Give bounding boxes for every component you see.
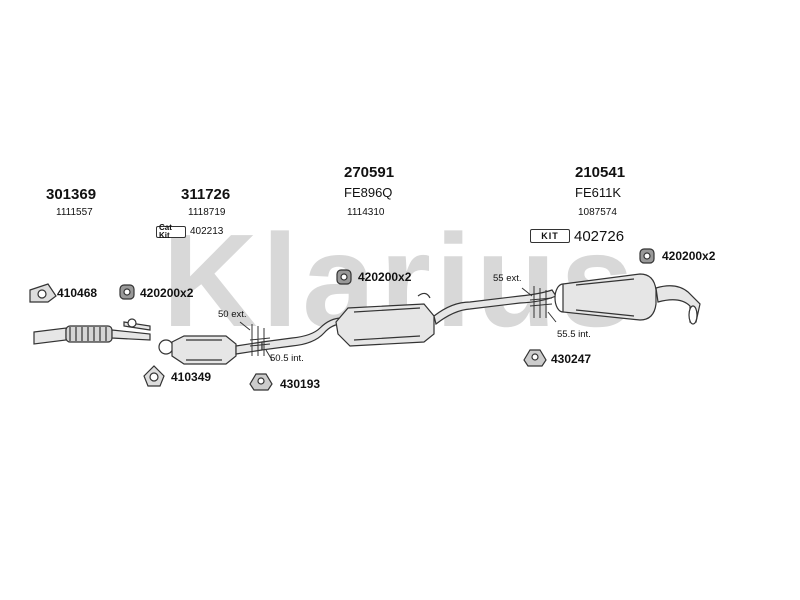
kit-badge: KIT — [530, 229, 570, 243]
fitting-410468-label: 410468 — [57, 286, 98, 300]
fitting-420200-front-label: 420200x2 — [140, 286, 194, 300]
fitting-icons — [29, 248, 655, 391]
assembly-2-part-number: 311726 — [181, 186, 231, 203]
assembly-4-part-number: 210541 — [575, 164, 626, 181]
centre-silencer — [335, 303, 435, 347]
dimension-50-ext: 50 ext. — [218, 309, 247, 320]
fitting-420200-centre-label: 420200x2 — [358, 270, 412, 284]
assembly-4-code: FE611K — [575, 185, 622, 200]
cat-kit-number: 402213 — [190, 226, 224, 237]
assembly-3-oe-number: 1114310 — [347, 207, 385, 218]
assembly-3-part-number: 270591 — [344, 164, 395, 181]
assembly-1-oe-number: 1111557 — [56, 207, 93, 218]
front-pipe — [33, 318, 151, 345]
cat-kit-badge: Cat Kit — [156, 224, 186, 240]
rear-silencer — [554, 273, 701, 325]
assembly-1-part-number: 301369 — [46, 186, 97, 203]
fitting-430247-label: 430247 — [551, 352, 592, 366]
joint-markers — [239, 286, 557, 361]
rear-link-pipe — [417, 289, 557, 326]
dimension-55-ext: 55 ext. — [493, 273, 522, 284]
fitting-430193-label: 430193 — [280, 377, 321, 391]
kit-number: 402726 — [574, 228, 625, 245]
fitting-420200-rear-label: 420200x2 — [662, 249, 716, 263]
fitting-410349-label: 410349 — [171, 370, 212, 384]
assembly-4-oe-number: 1087574 — [578, 207, 617, 218]
dimension-50-5-int: 50.5 int. — [270, 353, 304, 364]
assembly-3-code: FE896Q — [344, 185, 393, 200]
dimension-55-5-int: 55.5 int. — [557, 329, 591, 340]
catalytic-converter — [158, 335, 263, 365]
assembly-2-oe-number: 1118719 — [188, 207, 226, 218]
intermediate-pipe — [261, 317, 343, 351]
